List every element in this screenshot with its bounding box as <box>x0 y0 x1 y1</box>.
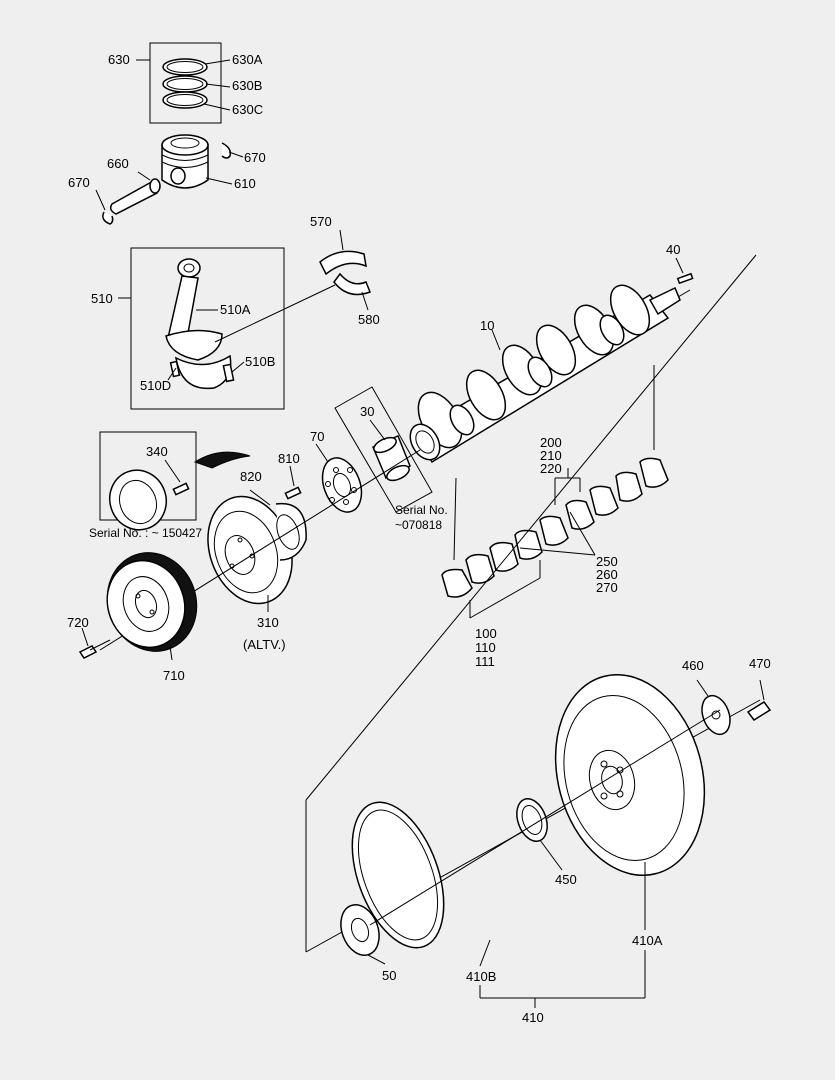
bolt-810 <box>284 486 302 500</box>
flywheel-410a <box>554 673 706 877</box>
label-670-right: 670 <box>244 150 266 165</box>
label-altv: (ALTV.) <box>243 637 286 652</box>
bearing-upper <box>319 250 367 276</box>
label-10: 10 <box>480 318 494 333</box>
label-200: 200 <box>540 435 562 450</box>
label-270: 270 <box>596 580 618 595</box>
con-rod-bearing-shells <box>319 229 371 311</box>
snap-ring-left <box>102 211 114 225</box>
label-460: 460 <box>682 658 704 673</box>
label-630b: 630B <box>232 78 262 93</box>
con-rod-box <box>130 247 285 410</box>
label-100: 100 <box>475 626 497 641</box>
label-510d: 510D <box>140 378 171 393</box>
label-820: 820 <box>240 469 262 484</box>
bushing-450 <box>516 798 548 842</box>
label-580: 580 <box>358 312 380 327</box>
label-510b: 510B <box>245 354 275 369</box>
label-710: 710 <box>163 668 185 683</box>
main-bearings-row-1 <box>441 365 669 619</box>
rod-cap <box>175 354 232 390</box>
serial-note-gear-line1: Serial No. <box>395 503 448 517</box>
pulley-edge-shadow <box>193 451 251 469</box>
piston-ring-set <box>136 42 231 124</box>
label-510: 510 <box>91 291 113 306</box>
label-570: 570 <box>310 214 332 229</box>
label-670-left: 670 <box>68 175 90 190</box>
label-450: 450 <box>555 872 577 887</box>
label-630c: 630C <box>232 102 263 117</box>
label-50: 50 <box>382 968 396 983</box>
piston-assembly <box>95 134 244 225</box>
bearing-lower <box>333 272 371 296</box>
label-630a: 630A <box>232 52 263 67</box>
label-70: 70 <box>310 429 324 444</box>
damper-pulley-710 <box>78 552 198 661</box>
label-410b: 410B <box>466 969 496 984</box>
label-110: 110 <box>475 640 496 655</box>
label-260: 260 <box>596 567 618 582</box>
label-220: 220 <box>540 461 562 476</box>
rod-bolt <box>222 363 235 383</box>
pulley-and-damper <box>99 449 421 651</box>
label-610: 610 <box>234 176 256 191</box>
label-410a: 410A <box>632 933 663 948</box>
connecting-rod-group <box>118 247 336 410</box>
flywheel-group <box>305 254 772 1008</box>
label-470: 470 <box>749 656 771 671</box>
label-810: 810 <box>278 451 300 466</box>
serial-note-gear-line2: ~070818 <box>395 518 442 532</box>
ring-set-box <box>149 42 222 124</box>
part-labels: 630 630A 630B 630C 660 670 670 610 570 5… <box>67 52 771 1025</box>
bolt-340 <box>172 482 190 496</box>
label-111: 111 <box>475 654 495 669</box>
serial-note-pulley: Serial No. : ~ 150427 <box>89 526 202 540</box>
label-40: 40 <box>666 242 680 257</box>
label-210: 210 <box>540 448 562 463</box>
label-510a: 510A <box>220 302 251 317</box>
label-340: 340 <box>146 444 168 459</box>
snap-ring-right <box>221 142 232 159</box>
label-660: 660 <box>107 156 129 171</box>
label-630: 630 <box>108 52 130 67</box>
serial-pulley-box <box>99 431 197 531</box>
label-410: 410 <box>522 1010 544 1025</box>
bolt-470 <box>746 700 772 722</box>
crank-flange <box>648 286 681 316</box>
damper-820 <box>275 502 307 561</box>
gear-50 <box>340 904 380 956</box>
crank-gear-30 <box>334 386 433 513</box>
dowel-pin <box>675 257 694 285</box>
label-720: 720 <box>67 615 89 630</box>
label-250: 250 <box>596 554 618 569</box>
label-30: 30 <box>360 404 374 419</box>
label-310: 310 <box>257 615 279 630</box>
ring-gear-410b <box>351 801 445 949</box>
crankshaft <box>409 284 691 464</box>
spacer-plate-70 <box>315 443 363 513</box>
